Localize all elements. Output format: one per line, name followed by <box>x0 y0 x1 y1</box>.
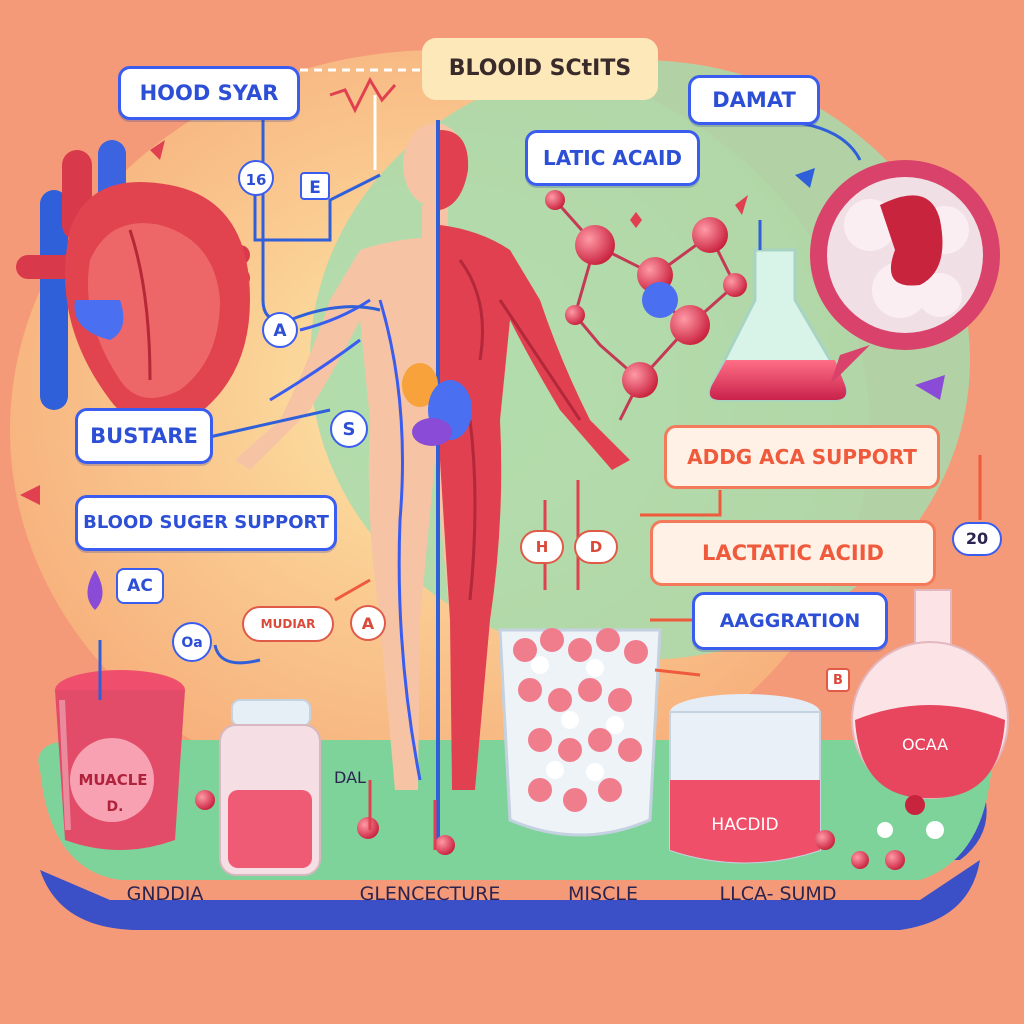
marker-a-mid: A <box>350 605 386 641</box>
acid-tub <box>669 694 821 864</box>
bottom-label-glencecture: GLENCECTURE <box>359 883 501 905</box>
label-lactatic-aciid: LACTATIC ACIID <box>650 520 936 586</box>
round-flask <box>851 589 1009 799</box>
flask-top <box>708 248 848 402</box>
scattered-balls <box>195 790 944 870</box>
node-h: H <box>520 530 564 564</box>
label-mudiar: MUDIAR <box>242 606 334 642</box>
label-bustare: BUSTARE <box>75 408 213 464</box>
label-aaggration: AAGGRATION <box>692 592 888 650</box>
bottom-label-llca-sumd: LLCA- SUMD <box>719 883 837 905</box>
label-latic-acid: LATIC ACAID <box>525 130 700 186</box>
label-addg-aca-support: ADDG ACA SUPPORT <box>664 425 940 489</box>
node-d: D <box>574 530 618 564</box>
marker-ac: AC <box>116 568 164 604</box>
cup-label: MUACLE <box>78 771 148 789</box>
label-hood-syar: HOOD SYAR <box>118 66 300 120</box>
cup-sublabel: D. <box>106 799 124 815</box>
marker-16: 16 <box>238 160 274 196</box>
marker-e: E <box>300 172 330 200</box>
marker-20: 20 <box>952 522 1002 556</box>
diagram-title: BLOOlD SCtITS <box>422 38 658 100</box>
heart-illustration <box>16 140 250 427</box>
sugar-jar <box>219 699 321 876</box>
marker-oa: Oa <box>172 622 212 662</box>
marker-b: B <box>826 668 850 692</box>
human-body-illustration <box>235 120 630 850</box>
bottom-label-gnddia: GNDDIA <box>126 883 204 905</box>
fat-cell-illustration <box>810 160 1000 385</box>
decorative-marks <box>20 76 945 610</box>
flask-label: OCAA <box>901 735 949 754</box>
label-blood-suger-support: BLOOD SUGER SUPPORT <box>75 495 337 551</box>
bottom-label-miscle: MISCLE <box>568 883 638 905</box>
marker-a-top: A <box>262 312 298 348</box>
sugar-cup <box>55 670 185 850</box>
marker-s: S <box>330 410 368 448</box>
beaker-with-balls <box>498 628 662 837</box>
molecule-atoms <box>545 190 747 398</box>
platform-edge <box>40 860 980 930</box>
label-dal: DAL <box>334 768 366 787</box>
tub-label: HACDID <box>711 815 779 835</box>
label-damat: DAMAT <box>688 75 820 125</box>
